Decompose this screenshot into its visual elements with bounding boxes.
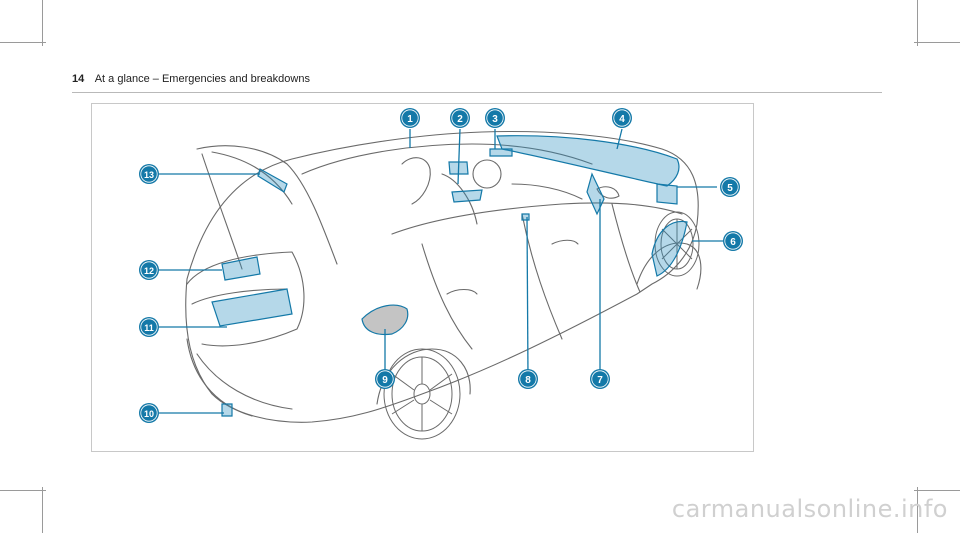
callout-6[interactable]: 6 bbox=[723, 231, 743, 251]
crop-mark bbox=[42, 487, 43, 533]
page-header: 14 At a glance – Emergencies and breakdo… bbox=[72, 73, 310, 85]
callout-3[interactable]: 3 bbox=[485, 108, 505, 128]
crop-mark bbox=[914, 490, 960, 491]
callout-8[interactable]: 8 bbox=[518, 369, 538, 389]
page-number: 14 bbox=[72, 73, 85, 85]
crop-mark bbox=[914, 42, 960, 43]
callout-label: 12 bbox=[144, 266, 154, 276]
callout-label: 1 bbox=[407, 114, 413, 125]
callout-9[interactable]: 9 bbox=[375, 369, 395, 389]
callout-5[interactable]: 5 bbox=[720, 177, 740, 197]
callout-label: 7 bbox=[597, 375, 603, 386]
car-figure: 1 2 3 4 5 6 7 8 9 10 11 12 13 bbox=[91, 103, 754, 452]
crop-mark bbox=[0, 490, 46, 491]
header-rule bbox=[72, 92, 882, 93]
callout-label: 5 bbox=[727, 183, 733, 194]
callout-4[interactable]: 4 bbox=[612, 108, 632, 128]
callout-label: 2 bbox=[457, 114, 463, 125]
callout-2[interactable]: 2 bbox=[450, 108, 470, 128]
callout-1[interactable]: 1 bbox=[400, 108, 420, 128]
callout-12[interactable]: 12 bbox=[139, 260, 159, 280]
callout-label: 8 bbox=[525, 375, 531, 386]
callout-label: 4 bbox=[619, 114, 625, 125]
page-title: At a glance – Emergencies and breakdowns bbox=[94, 73, 310, 85]
callout-label: 9 bbox=[382, 375, 388, 386]
callout-label: 11 bbox=[144, 323, 154, 333]
callout-label: 13 bbox=[144, 170, 154, 180]
crop-mark bbox=[917, 487, 918, 533]
car-illustration: 1 2 3 4 5 6 7 8 9 10 11 12 13 bbox=[139, 108, 743, 440]
callout-7[interactable]: 7 bbox=[590, 369, 610, 389]
callout-11[interactable]: 11 bbox=[139, 317, 159, 337]
watermark: carmanualsonline.info bbox=[671, 495, 948, 523]
crop-mark bbox=[42, 0, 43, 46]
crop-mark bbox=[0, 42, 46, 43]
callout-label: 6 bbox=[730, 237, 736, 248]
callout-label: 10 bbox=[144, 409, 154, 419]
callout-10[interactable]: 10 bbox=[139, 403, 159, 423]
callout-13[interactable]: 13 bbox=[139, 164, 159, 184]
callout-label: 3 bbox=[492, 114, 498, 125]
crop-mark bbox=[917, 0, 918, 46]
